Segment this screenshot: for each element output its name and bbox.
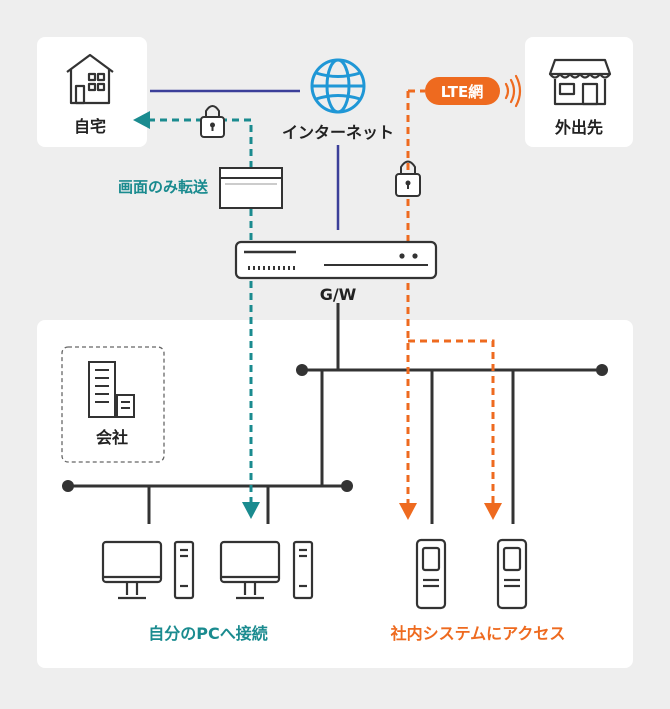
arrowhead-to-server-2 <box>484 503 502 520</box>
office-building-icon <box>88 361 135 418</box>
company-label-box <box>61 346 165 463</box>
arrowhead-to-home <box>133 111 150 129</box>
home-label: 自宅 <box>74 117 106 136</box>
remote-location-label: 外出先 <box>554 118 603 137</box>
screen-transfer-path <box>133 111 260 519</box>
lte-access-path <box>399 89 502 520</box>
router-icon <box>234 240 438 280</box>
company-label: 会社 <box>96 428 128 447</box>
shop-icon <box>548 58 612 106</box>
desktop-pc-icon <box>101 540 195 600</box>
bus-endpoints <box>62 364 608 492</box>
arrowhead-to-server-1 <box>399 503 417 520</box>
padlock-icon <box>200 105 225 138</box>
server-icon <box>496 538 528 610</box>
arrowhead-to-pc <box>242 502 260 519</box>
padlock-icon <box>395 160 421 197</box>
connect-own-pc-label: 自分のPCへ接続 <box>148 624 267 643</box>
lte-badge <box>425 77 500 105</box>
desktop-pc-icon <box>219 540 314 600</box>
internet-label: インターネット <box>282 123 394 142</box>
company-network <box>68 303 602 524</box>
screen-transfer-label: 画面のみ転送 <box>118 178 209 196</box>
globe-icon <box>310 58 366 114</box>
access-internal-systems-label: 社内システムにアクセス <box>390 624 566 643</box>
wireless-signal-icon <box>504 74 522 108</box>
house-icon <box>66 53 114 105</box>
home-card <box>37 37 147 147</box>
gateway-label: G/W <box>320 285 357 304</box>
server-icon <box>415 538 447 610</box>
window-icon <box>219 167 283 209</box>
lte-badge-label: LTE網 <box>441 83 484 101</box>
company-panel <box>37 320 633 668</box>
